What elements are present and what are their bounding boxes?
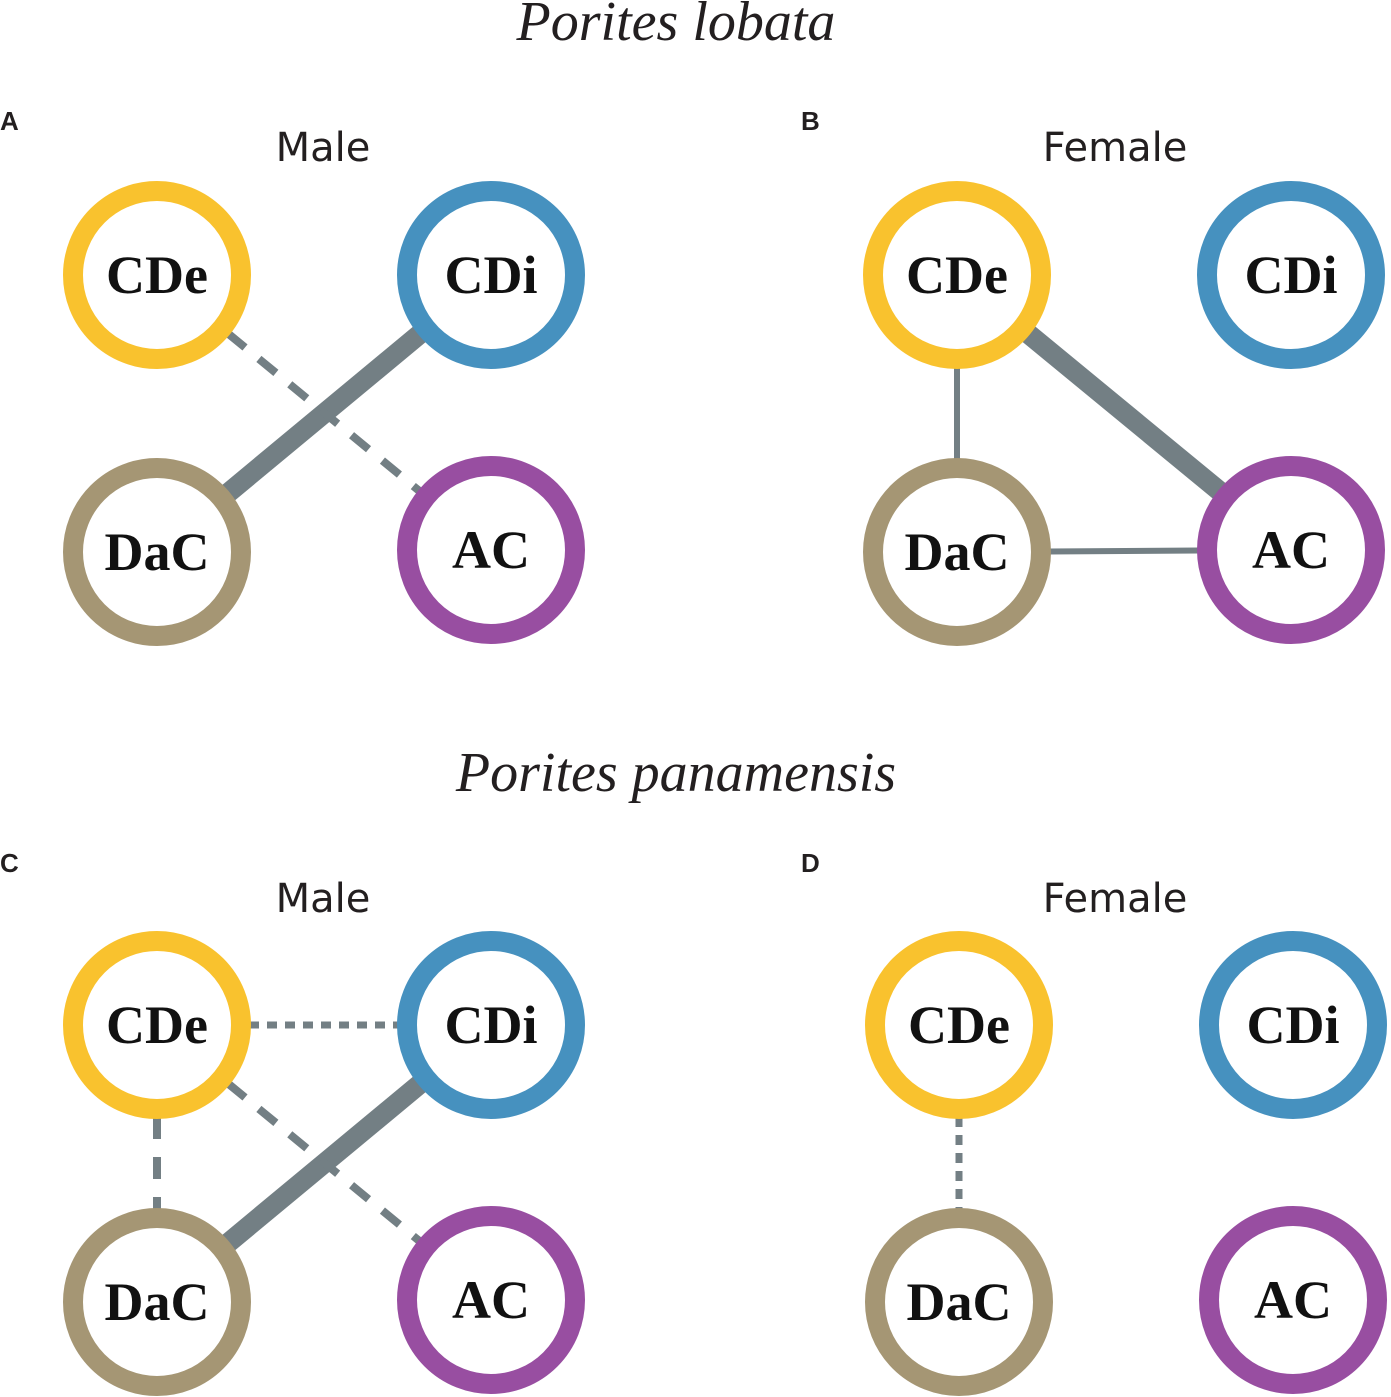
species-title-lobata: Porites lobata bbox=[516, 0, 836, 53]
node-c-cde: CDe bbox=[63, 931, 251, 1119]
edge-a-cde-ac bbox=[225, 330, 423, 495]
panel-letter-c: C bbox=[0, 848, 19, 878]
node-c-cdi: CDi bbox=[397, 931, 585, 1119]
node-label-c-ac: AC bbox=[452, 1270, 530, 1330]
node-ring-b-ac bbox=[1197, 456, 1385, 644]
node-d-dac: DaC bbox=[865, 1208, 1053, 1396]
node-ring-c-ac bbox=[397, 1206, 585, 1394]
node-b-cde: CDe bbox=[863, 181, 1051, 369]
node-label-a-cdi: CDi bbox=[445, 245, 538, 305]
node-d-cdi: CDi bbox=[1199, 931, 1387, 1119]
node-ring-a-cde bbox=[63, 181, 251, 369]
edge-b-dac-ac bbox=[1048, 547, 1200, 555]
node-c-dac: DaC bbox=[63, 1208, 251, 1396]
node-ring-d-ac bbox=[1199, 1206, 1387, 1394]
panel-sex-d: Female bbox=[1043, 876, 1188, 922]
node-ring-c-cdi bbox=[397, 931, 585, 1119]
panel-sex-b: Female bbox=[1043, 125, 1188, 171]
node-label-b-ac: AC bbox=[1252, 520, 1330, 580]
node-label-b-cdi: CDi bbox=[1245, 245, 1338, 305]
node-label-d-cde: CDe bbox=[908, 995, 1010, 1055]
node-a-cdi: CDi bbox=[397, 181, 585, 369]
node-b-dac: DaC bbox=[863, 458, 1051, 646]
edge-b-cde-ac bbox=[1021, 325, 1227, 500]
node-b-cdi: CDi bbox=[1197, 181, 1385, 369]
node-ring-d-dac bbox=[865, 1208, 1053, 1396]
node-ring-c-cde bbox=[63, 931, 251, 1119]
node-ring-d-cde bbox=[865, 931, 1053, 1119]
node-d-ac: AC bbox=[1199, 1206, 1387, 1394]
node-ring-b-cde bbox=[863, 181, 1051, 369]
node-ring-a-cdi bbox=[397, 181, 585, 369]
panel-sex-c: Male bbox=[276, 876, 371, 922]
edge-c-cde-ac bbox=[225, 1080, 423, 1245]
node-label-c-cdi: CDi bbox=[445, 995, 538, 1055]
panel-sex-a: Male bbox=[276, 125, 371, 171]
node-ring-c-dac bbox=[63, 1208, 251, 1396]
node-ring-d-cdi bbox=[1199, 931, 1387, 1119]
node-label-d-dac: DaC bbox=[907, 1272, 1012, 1332]
panel-letter-d: D bbox=[801, 848, 820, 878]
node-label-a-ac: AC bbox=[452, 520, 530, 580]
node-a-dac: DaC bbox=[63, 458, 251, 646]
node-label-d-ac: AC bbox=[1254, 1270, 1332, 1330]
species-title-panamensis: Porites panamensis bbox=[455, 742, 896, 804]
node-a-cde: CDe bbox=[63, 181, 251, 369]
node-b-ac: AC bbox=[1197, 456, 1385, 644]
edges-layer bbox=[153, 325, 1227, 1251]
node-ring-a-ac bbox=[397, 456, 585, 644]
node-label-c-cde: CDe bbox=[106, 995, 208, 1055]
node-label-a-dac: DaC bbox=[105, 522, 210, 582]
panel-letter-a: A bbox=[0, 106, 19, 136]
node-label-b-dac: DaC bbox=[905, 522, 1010, 582]
node-ring-b-dac bbox=[863, 458, 1051, 646]
node-a-ac: AC bbox=[397, 456, 585, 644]
node-d-cde: CDe bbox=[865, 931, 1053, 1119]
node-label-a-cde: CDe bbox=[106, 245, 208, 305]
node-ring-b-cdi bbox=[1197, 181, 1385, 369]
node-label-c-dac: DaC bbox=[105, 1272, 210, 1332]
node-ring-a-dac bbox=[63, 458, 251, 646]
panel-letter-b: B bbox=[801, 106, 820, 136]
node-label-b-cde: CDe bbox=[906, 245, 1008, 305]
node-label-d-cdi: CDi bbox=[1247, 995, 1340, 1055]
node-c-ac: AC bbox=[397, 1206, 585, 1394]
